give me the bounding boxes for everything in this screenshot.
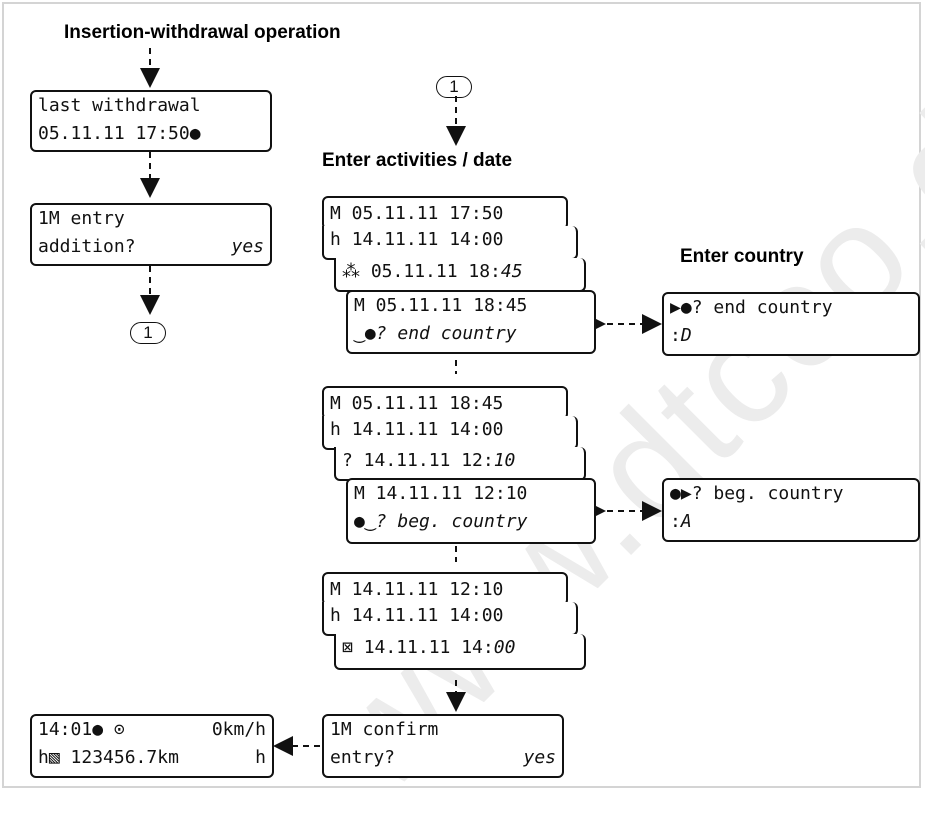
display-stack1-b: һ 14.11.11 14:00 [322, 226, 578, 260]
begin-country-icon: ●‿ [354, 511, 376, 532]
end-country-prefix: : [670, 325, 681, 346]
display-stack1-d: M 05.11.11 18:45 ‿●? end country [346, 290, 596, 354]
end-country-icon: ‿● [354, 323, 376, 344]
stack3-b-text: 14.11.11 14:00 [351, 605, 504, 626]
rest-icon: ● [189, 123, 201, 144]
display-stack1-a: M 05.11.11 17:50 [322, 196, 568, 230]
connector-1-left: 1 [130, 322, 166, 344]
stack1-d2-text: ? end country [375, 323, 517, 344]
stack2-c-prefix: ? 14.11.11 12: [342, 450, 494, 471]
display-last-withdrawal: last withdrawal 05.11.11 17:50● [30, 90, 272, 152]
stack2-c-italic: 10 [493, 450, 516, 471]
stack2-d1-text: M 14.11.11 12:10 [354, 483, 528, 504]
display-standard: 14:01● ⊙ 0km/h һ▧ 123456.7km һ [30, 714, 274, 778]
display-entry-addition: 1M entry addition? yes [30, 203, 272, 266]
stack1-c-prefix: 05.11.11 18: [370, 261, 501, 282]
display-stack1-c: ⁂ 05.11.11 18:45 [334, 258, 586, 292]
beg-country-line1: ? beg. country [691, 483, 844, 504]
work-icon: һ [330, 419, 341, 440]
stack1-c-italic: 45 [500, 261, 523, 282]
connector-1-top: 1 [436, 76, 472, 98]
card-icon: һ▧ [38, 747, 60, 768]
availability-icon: ⁂ [342, 261, 360, 282]
confirm-value: yes [523, 747, 556, 768]
entry-addition-line1: 1M entry [38, 208, 125, 229]
connector-lines [140, 48, 662, 756]
display-end-country: ▶●? end country :D [662, 292, 920, 356]
last-withdrawal-line2: 05.11.11 17:50 [38, 123, 190, 144]
stack2-a-text: M 05.11.11 18:45 [330, 393, 504, 414]
display-stack3-a: M 14.11.11 12:10 [322, 572, 568, 606]
standard-odometer: 123456.7km [70, 747, 179, 768]
display-stack2-d: M 14.11.11 12:10 ●‿? beg. country [346, 478, 596, 544]
beg-country-prefix: : [670, 511, 681, 532]
beg-country-value: A [680, 511, 692, 532]
stack3-a-text: M 14.11.11 12:10 [330, 579, 504, 600]
end-country-value: D [680, 325, 692, 346]
beg-country-symbol-icon: ●▶ [670, 483, 692, 504]
display-stack2-a: M 05.11.11 18:45 [322, 386, 568, 420]
stack1-a-text: M 05.11.11 17:50 [330, 203, 504, 224]
display-stack3-b: һ 14.11.11 14:00 [322, 602, 578, 636]
heading-insertion-withdrawal: Insertion-withdrawal operation [64, 22, 341, 43]
end-country-symbol-icon: ▶● [670, 297, 692, 318]
display-stack3-c: ⊠ 14.11.11 14:00 [334, 634, 586, 670]
work-icon: һ [330, 229, 341, 250]
end-country-line1: ? end country [691, 297, 833, 318]
work-icon: һ [330, 605, 341, 626]
heading-enter-country: Enter country [680, 246, 804, 267]
entry-addition-value: yes [231, 236, 264, 257]
stack2-d2-text: ? beg. country [375, 511, 528, 532]
clock-icon: ⊙ [113, 719, 125, 740]
confirm-line1: 1M confirm [330, 719, 439, 740]
confirm-line2: entry? [330, 747, 396, 768]
entry-addition-line2: addition? [38, 236, 136, 257]
stack2-b-text: 14.11.11 14:00 [351, 419, 504, 440]
rest-box-icon: ⊠ [342, 637, 353, 658]
display-stack2-c: ? 14.11.11 12:10 [334, 447, 586, 481]
stack1-d1-text: M 05.11.11 18:45 [354, 295, 528, 316]
standard-time: 14:01 [38, 719, 93, 740]
stack3-c-prefix: 14.11.11 14: [363, 637, 494, 658]
display-beg-country: ●▶? beg. country :A [662, 478, 920, 542]
display-confirm-entry: 1M confirm entry? yes [322, 714, 564, 778]
stack1-b-text: 14.11.11 14:00 [351, 229, 504, 250]
stack3-c-italic: 00 [493, 637, 516, 658]
rest-icon: ● [92, 719, 104, 740]
heading-enter-activities: Enter activities / date [322, 150, 513, 171]
work-icon: һ [255, 747, 266, 768]
display-stack2-b: һ 14.11.11 14:00 [322, 416, 578, 450]
standard-speed: 0km/h [211, 719, 266, 740]
last-withdrawal-line1: last withdrawal [38, 95, 201, 116]
